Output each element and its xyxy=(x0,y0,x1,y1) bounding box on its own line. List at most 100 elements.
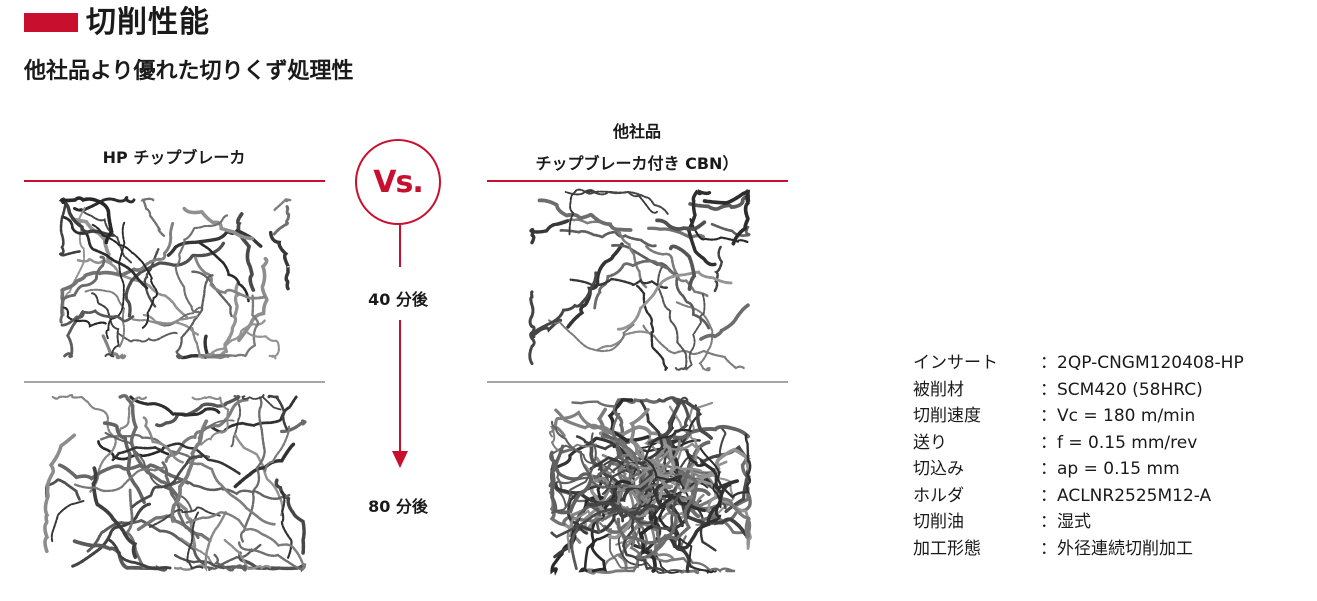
chip-stroke xyxy=(272,205,292,236)
chip-stroke xyxy=(548,469,618,490)
chip-stroke xyxy=(642,324,745,370)
chip-stroke xyxy=(528,271,598,366)
chip-stroke xyxy=(548,319,635,353)
chip-stroke xyxy=(185,511,307,570)
chip-stroke xyxy=(233,442,296,489)
chip-stroke xyxy=(149,506,221,528)
spec-value: 2QP-CNGM120408-HP xyxy=(1057,353,1244,373)
chip-stroke xyxy=(45,478,81,502)
chip-stroke xyxy=(636,470,698,560)
spec-label: 加工形態 xyxy=(913,538,981,559)
chip-stroke xyxy=(51,393,114,437)
chip-stroke xyxy=(124,488,146,570)
time-label-40: 40 分後 xyxy=(368,290,428,309)
chip-stroke xyxy=(155,395,241,428)
chip-stroke xyxy=(107,538,172,571)
chip-stroke xyxy=(118,331,178,344)
chip-stroke xyxy=(686,450,724,523)
spec-row: 切削油 ：湿式 xyxy=(913,509,1244,536)
chip-stroke xyxy=(59,255,106,325)
chip-stroke xyxy=(710,222,751,237)
chip-stroke xyxy=(57,462,190,485)
spec-row: 加工形態：外径連続切削加工 xyxy=(913,536,1244,563)
chip-stroke xyxy=(201,294,260,359)
left-row-divider xyxy=(24,381,325,383)
spec-row: 送り：f = 0.15 mm/rev xyxy=(913,430,1244,457)
chip-stroke xyxy=(586,501,659,520)
chip-stroke xyxy=(551,432,597,514)
right-heading-divider xyxy=(487,180,788,182)
chip-stroke xyxy=(675,301,714,372)
chip-stroke xyxy=(553,218,648,289)
page-title: 切削性能 xyxy=(86,5,210,40)
spec-value: ap = 0.15 mm xyxy=(1057,459,1180,479)
chip-stroke xyxy=(603,471,686,521)
chip-stroke xyxy=(174,214,229,314)
chip-stroke xyxy=(655,218,707,232)
chip-stroke xyxy=(59,265,146,301)
chip-stroke xyxy=(80,208,133,264)
page-subtitle: 他社品より優れた切りくず処理性 xyxy=(24,59,354,84)
chip-stroke xyxy=(636,284,669,371)
chip-stroke xyxy=(70,502,152,568)
chip-stroke xyxy=(673,502,693,573)
chip-stroke xyxy=(548,425,597,453)
right-row-divider xyxy=(487,381,788,383)
chip-stroke xyxy=(616,503,678,545)
chip-stroke xyxy=(239,395,266,543)
chip-stroke xyxy=(607,398,650,443)
chip-stroke xyxy=(527,290,563,339)
right-column-heading-line1: 他社品 xyxy=(612,122,661,141)
chip-stroke xyxy=(43,433,76,554)
spec-value: Vc = 180 m/min xyxy=(1057,406,1196,426)
chip-stroke xyxy=(632,478,679,515)
spec-separator: ： xyxy=(1040,432,1057,453)
chip-stroke xyxy=(590,473,608,573)
chip-stroke xyxy=(593,259,678,310)
chip-stroke xyxy=(550,420,629,489)
chip-stroke xyxy=(101,334,127,360)
chip-stroke xyxy=(599,522,645,569)
spec-value: f = 0.15 mm/rev xyxy=(1057,432,1198,453)
chip-stroke xyxy=(569,277,668,289)
chip-stroke xyxy=(683,293,706,371)
spec-label: 切削油 xyxy=(913,512,964,532)
spec-value: SCM420 (58HRC) xyxy=(1057,379,1203,400)
chip-stroke xyxy=(194,256,266,300)
time-label-80: 80 分後 xyxy=(368,497,428,516)
chip-photo-competitor-40min xyxy=(527,188,751,372)
chip-stroke xyxy=(76,256,189,319)
spec-label: ホルダ xyxy=(913,485,964,506)
chip-photo-hp-40min xyxy=(58,196,292,360)
chip-stroke xyxy=(111,442,241,475)
chip-stroke xyxy=(220,488,291,501)
chip-stroke xyxy=(280,490,293,559)
chip-photo-hp-80min xyxy=(43,393,307,573)
chip-stroke xyxy=(568,188,596,236)
chip-stroke xyxy=(139,221,175,272)
chip-stroke xyxy=(84,288,126,348)
spec-separator: ： xyxy=(1040,379,1057,400)
chip-stroke xyxy=(578,533,610,573)
spec-separator: ： xyxy=(1040,485,1057,506)
chip-stroke xyxy=(672,424,750,440)
chip-stroke xyxy=(559,229,657,248)
chip-stroke xyxy=(91,223,159,329)
chip-stroke xyxy=(616,270,733,331)
chip-stroke xyxy=(62,215,149,290)
chip-stroke xyxy=(129,395,221,417)
chip-stroke xyxy=(264,424,291,473)
spec-separator: ： xyxy=(1040,512,1057,532)
chip-stroke xyxy=(174,274,214,360)
chip-stroke xyxy=(191,270,233,318)
spec-row: 切込み：ap = 0.15 mm xyxy=(913,456,1244,483)
chip-stroke xyxy=(142,416,184,464)
chip-stroke xyxy=(678,495,752,539)
chip-stroke xyxy=(616,439,681,505)
chip-stroke xyxy=(91,466,138,559)
spec-label: 切削速度 xyxy=(913,406,981,426)
chip-stroke xyxy=(699,447,722,509)
spec-value: ACLNR2525M12-A xyxy=(1057,485,1212,506)
right-column-heading-line2: チップブレーカ付き CBN） xyxy=(535,154,739,173)
spec-value: 湿式 xyxy=(1057,512,1091,532)
